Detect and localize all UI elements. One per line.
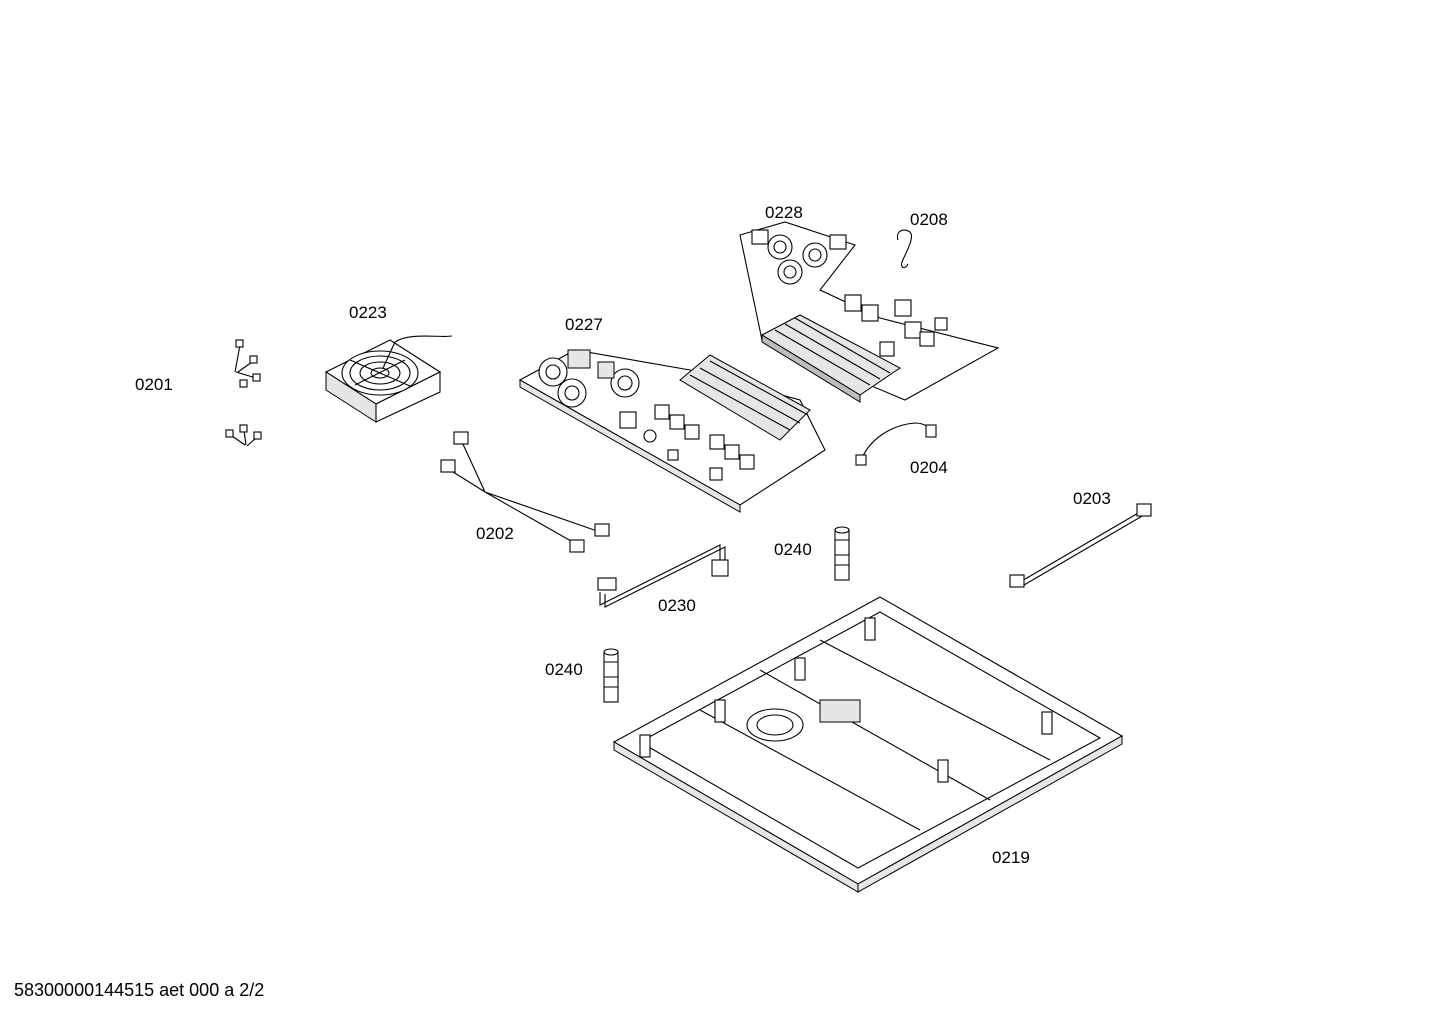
power-cable-drawing[interactable] [137, 339, 278, 497]
cable-0204-drawing[interactable] [855, 422, 937, 466]
part-label-0204: 0204 [910, 458, 948, 477]
document-footer: 58300000144515 aet 000 a 2/2 [14, 980, 265, 1000]
part-label-0201: 0201 [135, 375, 173, 394]
spacer-lower-drawing[interactable] [603, 648, 619, 703]
part-label-0227: 0227 [565, 315, 603, 334]
housing-bottom-drawing[interactable] [612, 596, 1124, 893]
power-module-left-drawing[interactable] [518, 349, 826, 513]
part-label-0228: 0228 [765, 203, 803, 222]
cooling-fan-drawing[interactable] [324, 335, 453, 423]
part-label-0240-lower: 0240 [545, 660, 583, 679]
part-label-0208: 0208 [910, 210, 948, 229]
spacer-upper-drawing[interactable] [834, 526, 850, 581]
part-label-0219: 0219 [992, 848, 1030, 867]
part-label-0230: 0230 [658, 596, 696, 615]
part-label-0203: 0203 [1073, 489, 1111, 508]
cable-tie-drawing[interactable] [896, 229, 912, 269]
part-label-0240-upper: 0240 [774, 540, 812, 559]
power-module-right-drawing[interactable] [739, 221, 1000, 403]
part-label-0202: 0202 [476, 524, 514, 543]
cable-set-0202-drawing[interactable] [440, 431, 610, 553]
ribbon-cable-0230-drawing[interactable] [597, 544, 729, 608]
part-label-0223: 0223 [349, 303, 387, 322]
cable-0203-drawing[interactable] [1009, 503, 1152, 588]
